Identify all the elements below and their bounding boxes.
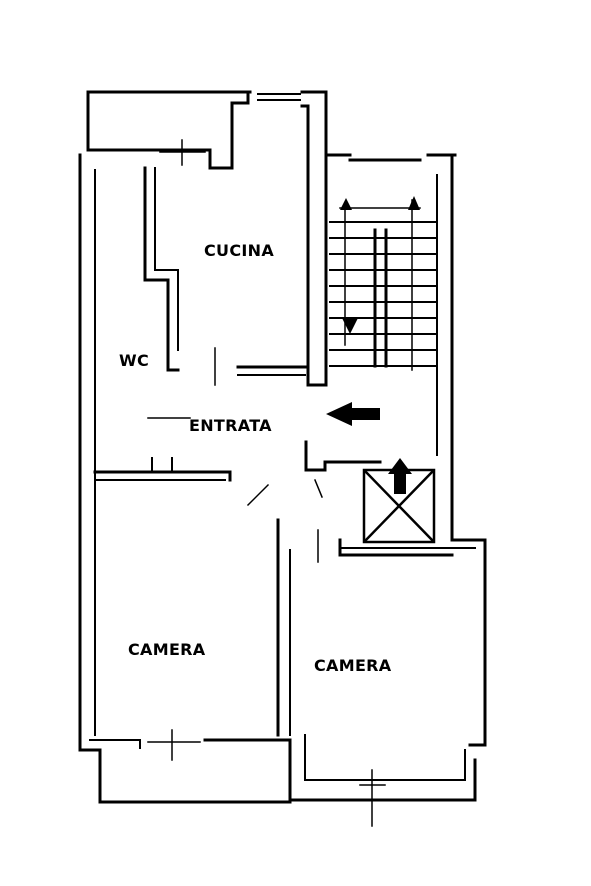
room-label-camera-right: CAMERA (314, 656, 392, 675)
room-label-wc: WC (119, 351, 149, 370)
door-marks (147, 139, 386, 827)
stair-direction-arrow-icon (340, 196, 420, 334)
staircase (329, 199, 438, 371)
interior-walls (93, 166, 476, 737)
room-label-entrata: ENTRATA (189, 416, 272, 435)
room-label-cucina: CUCINA (204, 241, 275, 260)
outer-walls (78, 90, 487, 804)
entrance-arrow-icon (326, 402, 380, 426)
room-label-camera-left: CAMERA (128, 640, 206, 659)
lift-arrow-icon (388, 458, 412, 494)
